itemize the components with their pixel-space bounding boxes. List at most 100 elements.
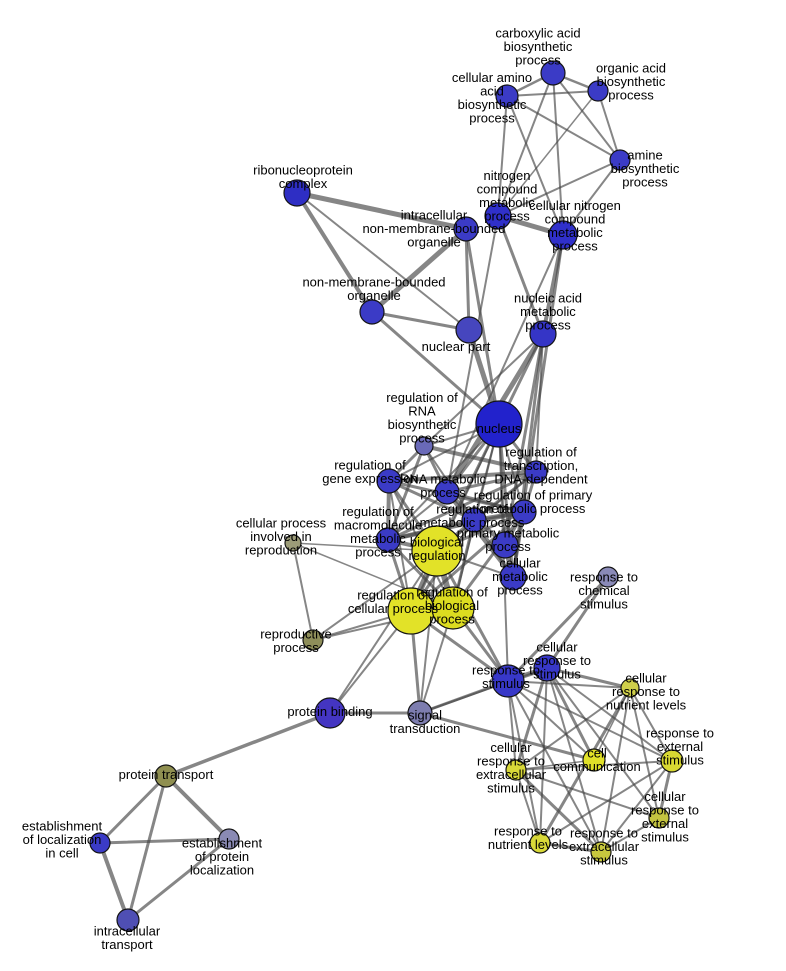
graph-edge-organic-nitro [497,90,599,217]
graph-edge-rstim-comm [507,680,595,761]
graph-edge-carbox-amine [552,72,621,161]
graph-node-cprepro[interactable] [284,534,302,552]
graph-node-sigt[interactable] [407,700,433,726]
graph-node-bioreg[interactable] [411,525,463,577]
graph-edge-rnam-rmacro [387,491,448,541]
graph-node-rstim[interactable] [491,664,525,698]
graph-node-crext2[interactable] [648,807,670,829]
graph-edge-rstim-rextr [507,680,602,853]
graph-node-nucleus[interactable] [475,400,523,448]
graph-node-ribo[interactable] [283,179,311,207]
graph-edge-pbind-ptrans [164,711,332,778]
graph-node-rrna[interactable] [414,436,434,456]
graph-edge-rstim-crnut [507,680,631,689]
graph-node-amine[interactable] [609,149,631,171]
graph-node-cmet[interactable] [499,563,527,591]
graph-node-organic[interactable] [587,80,609,102]
graph-edge-carbox-cnitro [552,72,564,236]
graph-node-ptrans[interactable] [154,764,178,788]
graph-edge-nitro-nacid [496,214,545,336]
graph-node-rtrans[interactable] [524,460,548,484]
graph-edge-ptrans-itrans [126,774,168,922]
graph-node-repro[interactable] [302,629,324,651]
graph-edge-amine-cnitro [562,159,621,236]
graph-edge-crstim-rnut [539,667,548,844]
graph-edge-rrna-rmacro [386,444,426,542]
graph-edge-cnitro-rnam [446,234,564,493]
graph-node-comm[interactable] [582,748,606,772]
graph-edge-crnut-crext2 [629,687,660,819]
graph-edge-nacid-rtrans [535,333,544,473]
graph-node-cnitro[interactable] [548,220,578,250]
graph-node-rnut[interactable] [529,832,551,854]
graph-node-rmet[interactable] [461,507,487,533]
graph-edge-rrna-rtrans [422,444,538,474]
graph-edge-ptrans-eprot [164,774,231,841]
graph-node-pmet[interactable] [491,531,519,559]
graph-edge-ribo-nmb [295,191,374,314]
graph-edge-crnut-rext [629,687,673,762]
graph-node-crstim[interactable] [533,654,561,682]
node-label-pbind: protein binding [287,704,372,719]
graph-node-rchem[interactable] [597,566,619,588]
graph-edge-amino-amine [506,95,621,161]
graph-edge-amino-nitro [497,95,508,217]
graph-edge-crnut-comm [593,687,631,761]
graph-edge-comm-sigt [418,711,596,762]
graph-edge-cprepro-repro [292,542,314,641]
graph-node-nmb[interactable] [359,299,385,325]
graph-edge-rnam-rprim [445,490,526,514]
graph-edge-rext-rextr [600,760,673,853]
graph-node-amino[interactable] [495,84,519,108]
graph-node-nacid[interactable] [529,320,557,348]
graph-node-crnut[interactable] [620,678,640,698]
graph-edge-inmb-nmb [369,226,469,315]
graph-edge-crextr-crext2 [515,769,660,819]
graph-node-rmacro[interactable] [375,527,401,553]
graph-edge-rext-rnut [539,760,673,844]
graph-edge-rstim-rext [507,680,673,762]
graph-edge-crstim-rextr [546,667,602,853]
graph-node-nitro[interactable] [484,202,512,230]
graph-edge-crnut-rextr [600,687,631,853]
graph-node-rgene[interactable] [376,468,402,494]
graph-node-rext[interactable] [660,749,684,773]
graph-edge-amino-organic [506,90,599,97]
graph-node-eprot[interactable] [218,828,240,850]
graph-node-eloc[interactable] [89,832,111,854]
graph-node-pbind[interactable] [314,697,346,729]
graph-edge-eloc-eprot [98,837,231,845]
graph-node-itrans[interactable] [116,908,140,932]
graph-node-rnam[interactable] [434,479,460,505]
graph-node-inmb[interactable] [453,216,479,242]
graph-node-npart[interactable] [455,316,483,344]
graph-node-rprim[interactable] [511,499,537,525]
graph-node-carbox[interactable] [540,60,566,86]
edges-layer [98,71,674,922]
graph-edge-eprot-itrans [126,837,231,922]
graph-node-crextr[interactable] [505,759,527,781]
graph-edge-comm-crextr [515,759,595,771]
graph-node-rextr[interactable] [590,841,612,863]
graph-edge-amine-nitro [497,159,621,217]
graph-edge-crextr-rnut [515,769,541,844]
graph-edge-bioreg-pbind [329,550,438,714]
graph-edge-ribo-inmb [294,190,469,232]
graph-node-rbio[interactable] [431,586,475,630]
